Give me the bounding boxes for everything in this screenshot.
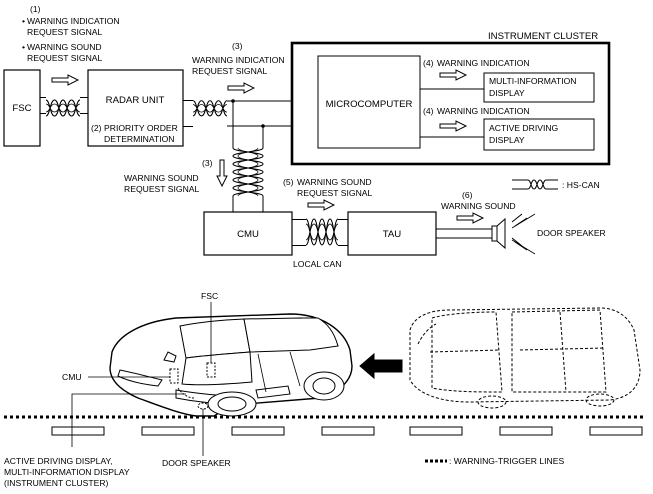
speaker-icon <box>491 213 536 255</box>
signal-3-left-line2: REQUEST SIGNAL <box>124 184 200 194</box>
signal-2-number: (2) <box>91 123 102 133</box>
hs-can-legend-label: : HS-CAN <box>562 180 600 190</box>
multi-information-display-block <box>483 72 595 103</box>
fsc-label: FSC <box>12 103 31 114</box>
car-door-speaker-label: DOOR SPEAKER <box>162 458 231 468</box>
car-cmu-label: CMU <box>62 372 82 382</box>
hs-can-fsc-radar <box>45 99 81 117</box>
cluster-location <box>177 387 195 399</box>
door-speaker-location <box>197 402 209 410</box>
signal-4b-label: WARNING INDICATION <box>437 106 530 116</box>
own-vehicle-illustration <box>109 313 353 417</box>
signal-1-bullet-1: • <box>22 16 25 26</box>
hs-can-bus-cmu <box>232 147 264 212</box>
signal-4a-number: (4) <box>423 58 434 68</box>
signal-3-top-line2: REQUEST SIGNAL <box>192 66 268 76</box>
car-display-label-line2: MULTI-INFORMATION DISPLAY <box>4 467 130 477</box>
mid-label-line1: MULTI-INFORMATION <box>489 76 577 86</box>
add-label-line2: DISPLAY <box>489 135 525 145</box>
signal-1-request-signal-b: REQUEST SIGNAL <box>27 53 103 63</box>
signal-1-number: (1) <box>30 4 41 14</box>
signal-5-number: (5) <box>283 177 294 187</box>
microcomputer-label: MICROCOMPUTER <box>326 99 413 110</box>
approach-arrow-icon <box>359 352 403 380</box>
arrow-signal-3-down <box>216 159 228 187</box>
signal-2-priority-order: PRIORITY ORDER <box>104 123 178 133</box>
signal-1-warning-indication: WARNING INDICATION <box>27 16 120 26</box>
add-label-line1: ACTIVE DRIVING <box>489 123 559 133</box>
signal-3-top-number: (3) <box>232 41 243 51</box>
signal-3-left-number: (3) <box>202 158 213 168</box>
signal-1-warning-sound: WARNING SOUND <box>27 42 102 52</box>
local-can-twisted-pair <box>305 218 339 246</box>
active-driving-display-block <box>483 118 595 151</box>
cmu-location <box>169 368 179 384</box>
tau-block <box>347 211 437 256</box>
signal-2-determination: DETERMINATION <box>104 134 175 144</box>
hs-can-legend-symbol <box>512 179 558 190</box>
signal-3-top-line1: WARNING INDICATION <box>192 55 285 65</box>
cmu-label: CMU <box>237 229 259 240</box>
door-speaker-label: DOOR SPEAKER <box>537 228 606 238</box>
car-display-label-line3: (INSTRUMENT CLUSTER) <box>4 478 109 488</box>
local-can-label: LOCAL CAN <box>293 259 341 269</box>
signal-4b-number: (4) <box>423 106 434 116</box>
signal-6-label: WARNING SOUND <box>441 201 516 211</box>
signal-1-bullet-2: • <box>22 42 25 52</box>
arrow-signal-6 <box>456 212 484 224</box>
signal-1-request-signal-a: REQUEST SIGNAL <box>27 27 103 37</box>
warning-trigger-legend-label: : WARNING-TRIGGER LINES <box>449 456 564 466</box>
car-fsc-label: FSC <box>201 291 218 301</box>
microcomputer-block <box>317 55 421 149</box>
arrow-signal-1 <box>51 74 79 86</box>
radar-unit-block <box>87 69 184 147</box>
signal-5-line1: WARNING SOUND <box>297 177 372 187</box>
fsc-block <box>3 69 41 147</box>
cmu-block <box>203 211 293 256</box>
arrow-signal-3-top <box>227 82 255 94</box>
tau-label: TAU <box>383 229 402 240</box>
mid-label-line2: DISPLAY <box>489 88 525 98</box>
signal-5-line2: REQUEST SIGNAL <box>297 188 373 198</box>
signal-4a-label: WARNING INDICATION <box>437 58 530 68</box>
signal-3-left-line1: WARNING SOUND <box>124 173 199 183</box>
signal-6-number: (6) <box>462 190 473 200</box>
instrument-cluster-label: INSTRUMENT CLUSTER <box>488 31 598 42</box>
lane-markings <box>51 426 643 436</box>
vehicle-ahead-illustration <box>409 307 641 409</box>
hs-can-radar-bus <box>192 100 228 117</box>
arrow-signal-5 <box>307 199 335 211</box>
car-display-label-line1: ACTIVE DRIVING DISPLAY, <box>4 456 113 466</box>
radar-unit-label: RADAR UNIT <box>106 95 165 106</box>
